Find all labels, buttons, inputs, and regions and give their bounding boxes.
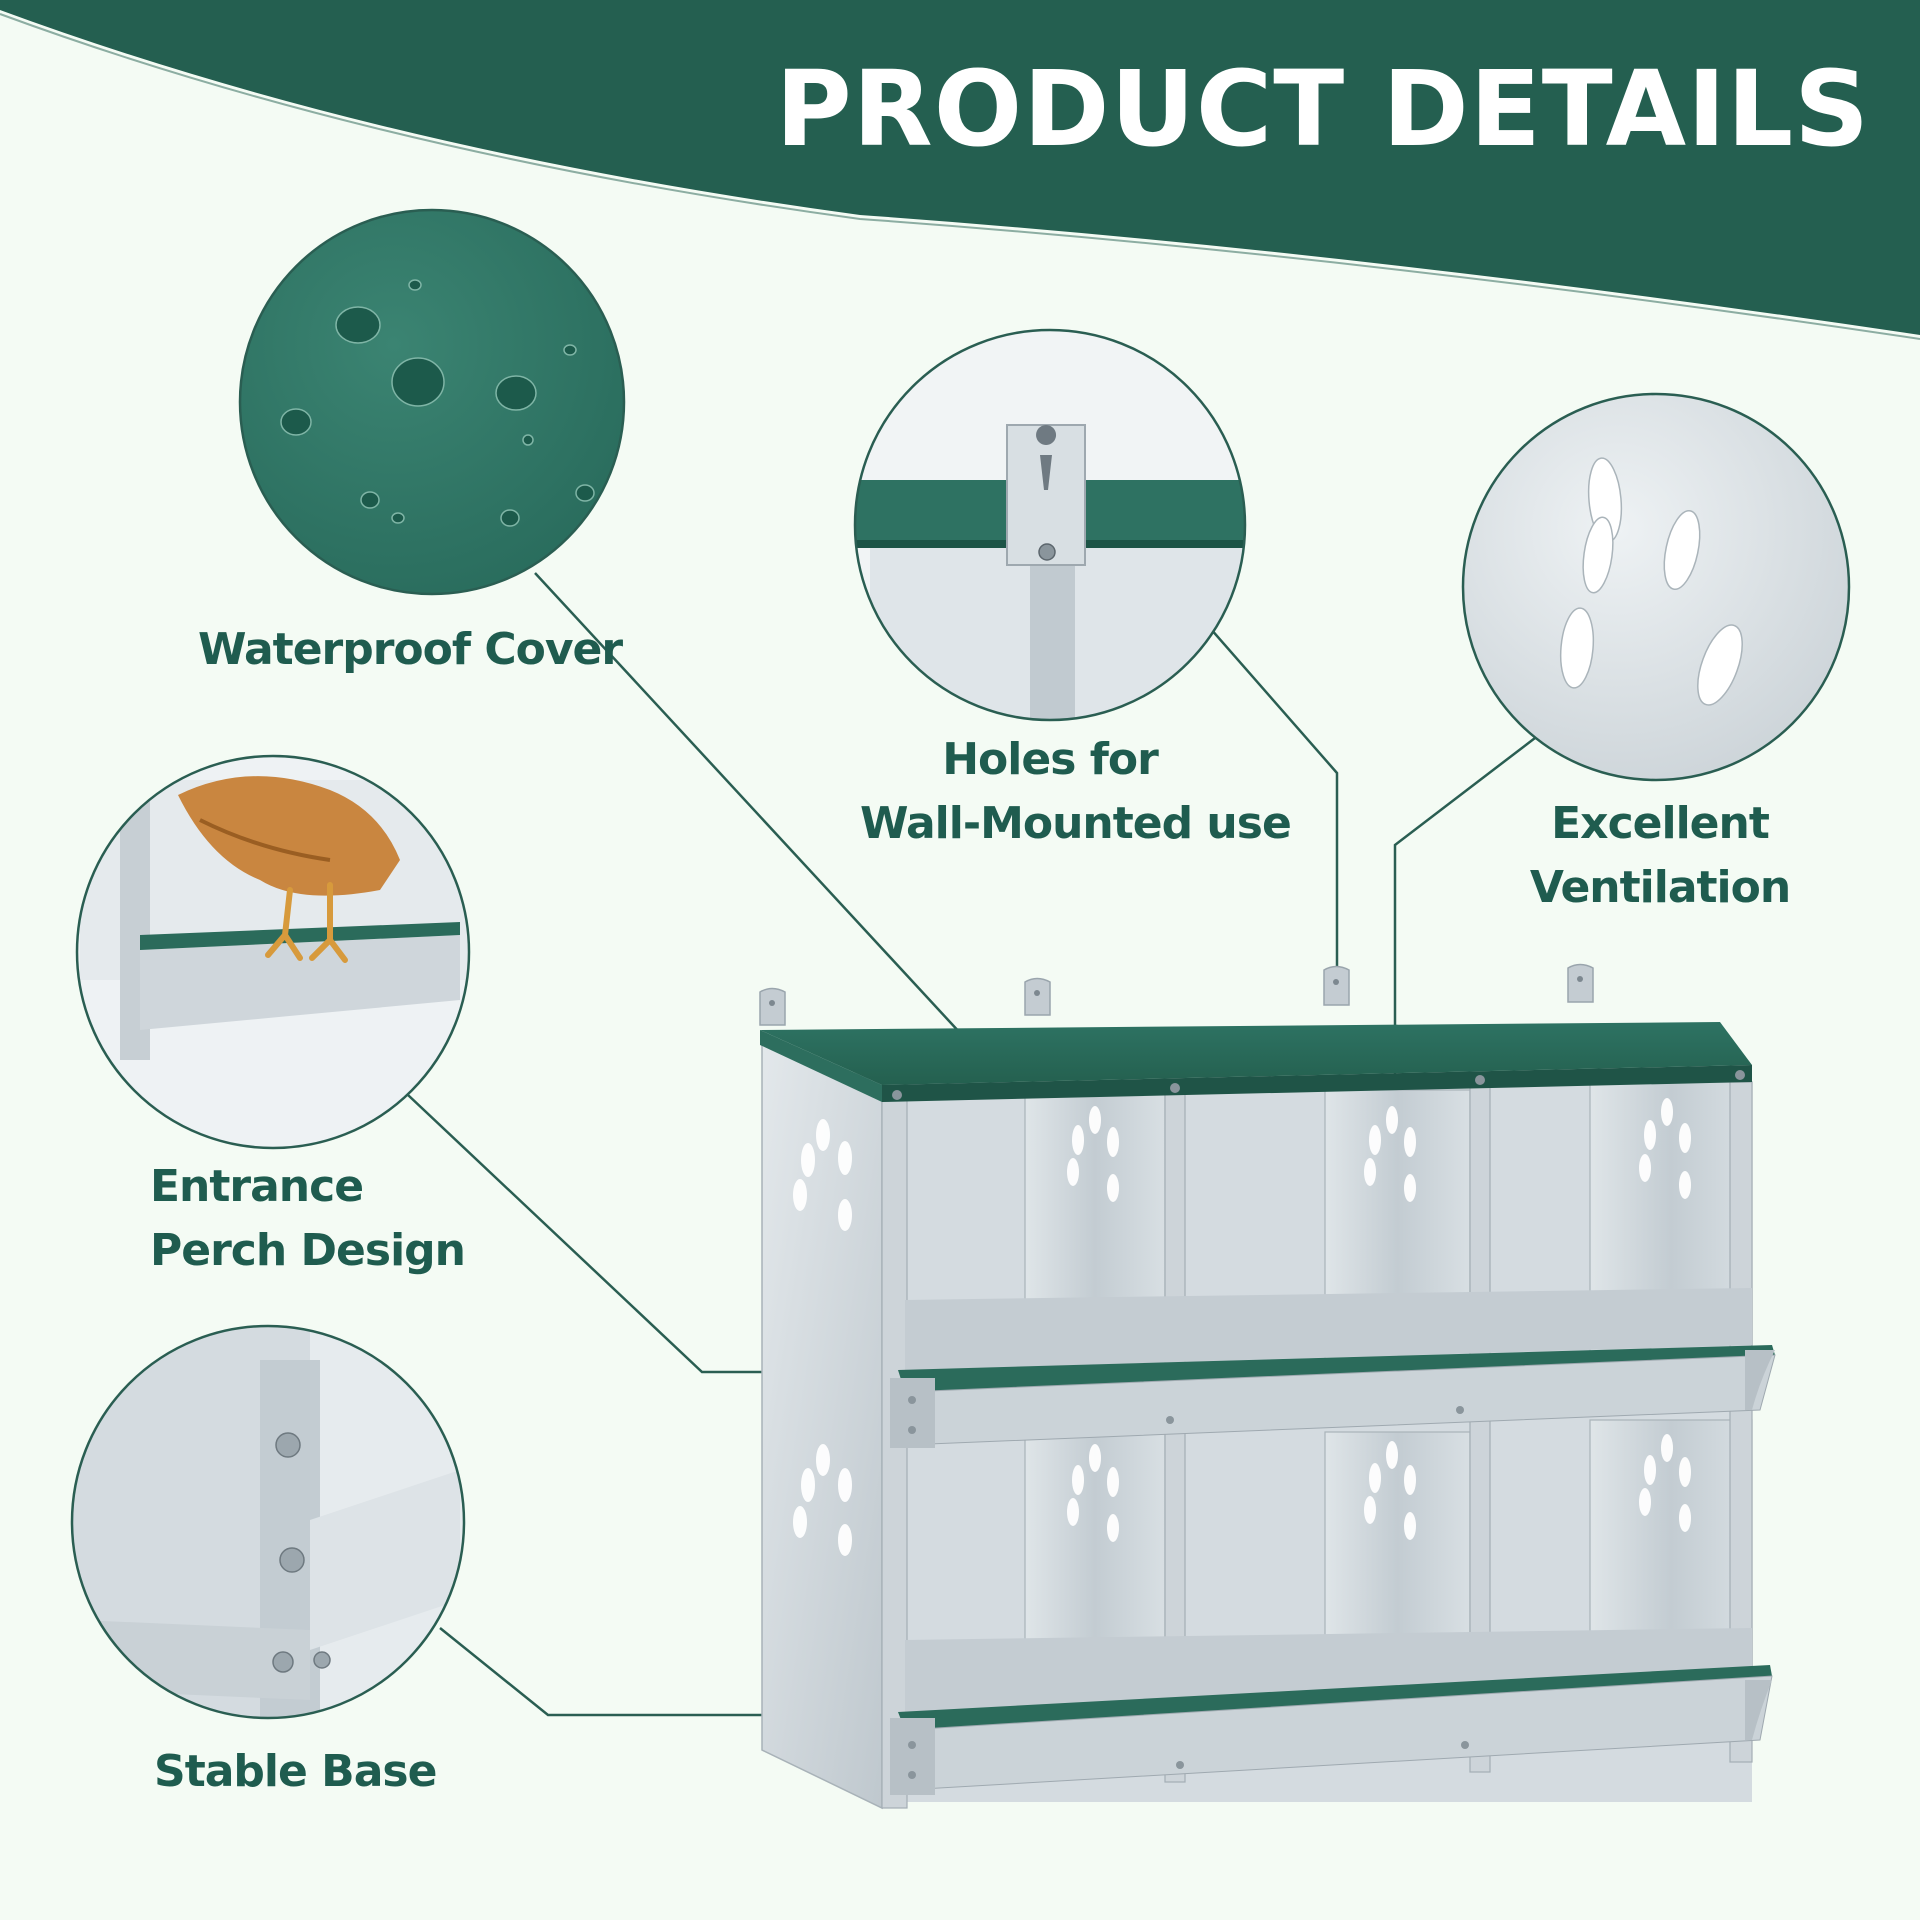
label-wall-mount-line1: Holes for xyxy=(942,734,1159,785)
label-entrance-perch-line1: Entrance xyxy=(150,1161,364,1212)
detail-circle-stable-base xyxy=(70,1324,466,1720)
header-banner xyxy=(0,0,1920,335)
detail-circle-ventilation xyxy=(1461,392,1851,782)
label-ventilation: Excellent Ventilation xyxy=(1500,792,1820,920)
header-accent-line xyxy=(0,13,1920,340)
label-stable-base: Stable Base xyxy=(154,1746,437,1797)
label-ventilation-line1: Excellent xyxy=(1551,798,1770,849)
label-wall-mount-line2: Wall-Mounted use xyxy=(860,797,1292,849)
label-waterproof-cover: Waterproof Cover xyxy=(198,624,623,675)
label-ventilation-line2: Ventilation xyxy=(1529,861,1791,913)
label-entrance-perch: Entrance Perch Design xyxy=(150,1155,466,1283)
nesting-box-product xyxy=(759,963,1776,1810)
page-title: PRODUCT DETAILS xyxy=(775,48,1870,170)
label-wall-mount-holes: Holes for Wall-Mounted use xyxy=(860,728,1292,856)
detail-circle-waterproof xyxy=(238,208,626,596)
detail-circle-wall-mount xyxy=(853,328,1247,722)
detail-circle-entrance-perch xyxy=(75,754,471,1150)
label-entrance-perch-line2: Perch Design xyxy=(150,1224,466,1276)
